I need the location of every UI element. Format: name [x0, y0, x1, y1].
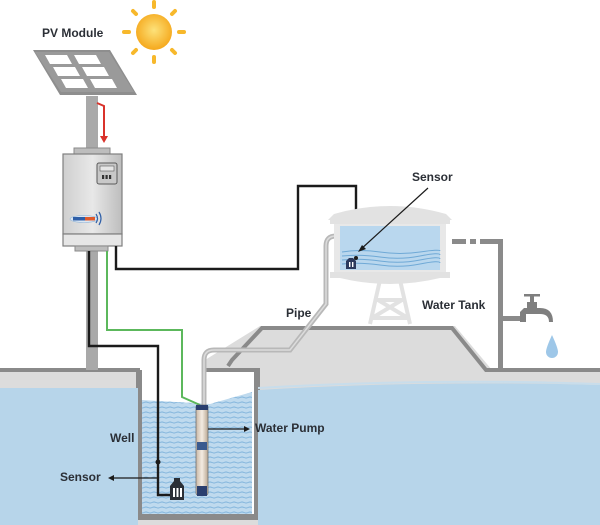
dc-wire: [96, 102, 105, 138]
water-drop-icon: [546, 335, 558, 358]
label-well: Well: [110, 431, 135, 445]
solar-panel-icon: [33, 50, 137, 95]
pump-power-wire: [106, 251, 201, 406]
well-sensor-wire: [87, 251, 170, 497]
pump-controller-icon: [62, 147, 123, 252]
label-tank-sensor: Sensor: [412, 170, 453, 184]
well-level-sensor-icon: [170, 478, 184, 500]
label-pv-module: PV Module: [42, 26, 104, 40]
pump-pointer: [208, 426, 250, 432]
label-pipe: Pipe: [286, 306, 312, 320]
sun-icon: [122, 0, 186, 64]
label-water-tank: Water Tank: [422, 298, 486, 312]
groundwater: [0, 383, 600, 525]
tank-level-sensor-icon: [346, 258, 356, 269]
submersible-pump-icon: [195, 404, 209, 496]
well-sensor-pointer: [108, 475, 158, 481]
label-water-pump: Water Pump: [255, 421, 325, 435]
label-well-sensor: Sensor: [60, 470, 101, 484]
controller-logo: [69, 211, 102, 226]
tank-sensor-wire: [114, 184, 358, 271]
outlet-pipe: [452, 239, 521, 370]
tank-sensor-pointer: [358, 187, 429, 252]
faucet-icon: [520, 294, 553, 322]
